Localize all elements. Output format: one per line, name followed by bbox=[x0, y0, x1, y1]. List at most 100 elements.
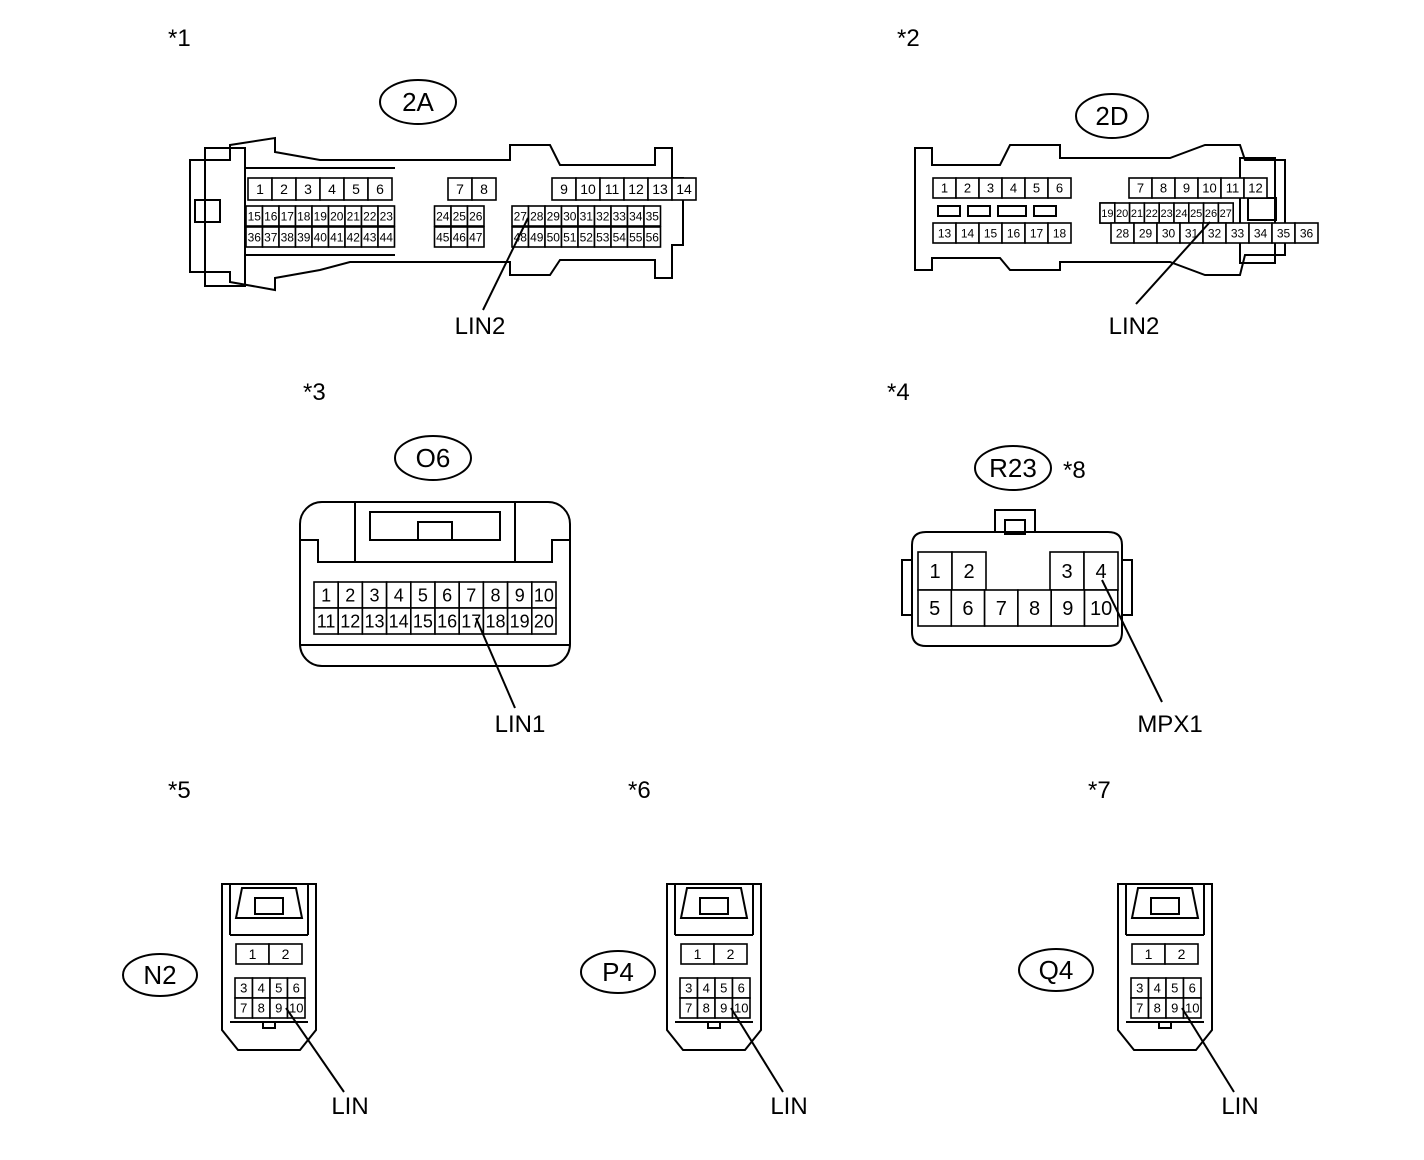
pin-number: 46 bbox=[453, 230, 467, 244]
pin-cell: 9 bbox=[1165, 997, 1185, 1019]
pin-number: 8 bbox=[480, 181, 488, 197]
pin-number: 23 bbox=[1160, 208, 1172, 220]
pin-cell: 20 bbox=[1114, 202, 1131, 224]
pin-cell: 8 bbox=[1017, 589, 1053, 627]
pin-number: 27 bbox=[1220, 208, 1232, 220]
pin-number: 4 bbox=[394, 585, 404, 605]
pin-cell: 6 bbox=[950, 589, 986, 627]
pin-number: 13 bbox=[938, 226, 952, 240]
pin-cell: 5 bbox=[917, 589, 953, 627]
pin-number: 8 bbox=[1154, 1001, 1161, 1016]
pin-number: 9 bbox=[515, 585, 525, 605]
pin-number: 8 bbox=[1160, 181, 1167, 196]
pin-number: 22 bbox=[363, 209, 377, 223]
pin-cell: 20 bbox=[530, 607, 557, 635]
pin-cell: 12 bbox=[337, 607, 364, 635]
pin-number: 12 bbox=[628, 181, 644, 197]
pin-cell: 43 bbox=[360, 226, 379, 248]
pin-number: 16 bbox=[437, 611, 457, 631]
pin-cell: 19 bbox=[506, 607, 533, 635]
pin-number: 9 bbox=[1171, 1001, 1178, 1016]
pin-cell: 2 bbox=[268, 943, 303, 965]
pin-cell: 10 bbox=[1182, 997, 1202, 1019]
pin-label: LIN1 bbox=[495, 711, 546, 738]
slot bbox=[937, 205, 961, 217]
pin-number: 28 bbox=[530, 209, 544, 223]
pin-cell: 10 bbox=[1083, 589, 1119, 627]
pin-cell: 19 bbox=[311, 205, 330, 227]
pin-cell: 1 bbox=[1131, 943, 1166, 965]
pin-cell: 22 bbox=[1143, 202, 1161, 224]
pin-cell: 15 bbox=[245, 205, 264, 227]
pin-cell: 5 bbox=[343, 177, 369, 201]
pin-cell: 37 bbox=[261, 226, 280, 248]
leader-line bbox=[475, 617, 516, 709]
pin-number: 31 bbox=[580, 209, 594, 223]
pin-cell: 2 bbox=[951, 551, 987, 591]
pin-cell: 8 bbox=[251, 997, 271, 1019]
pin-number: 30 bbox=[1162, 226, 1176, 240]
pin-cell: 33 bbox=[610, 205, 629, 227]
pin-cell: 27 bbox=[1217, 202, 1235, 224]
pin-number: 34 bbox=[1254, 226, 1268, 240]
pin-cell: 16 bbox=[1001, 222, 1026, 244]
pin-cell: 6 bbox=[1182, 977, 1202, 999]
pin-number: 33 bbox=[1231, 226, 1245, 240]
pin-number: 56 bbox=[646, 230, 660, 244]
pin-number: 37 bbox=[264, 230, 278, 244]
pin-number: 7 bbox=[240, 1001, 247, 1016]
pin-cell: 4 bbox=[385, 581, 412, 609]
pin-cell: 13 bbox=[932, 222, 957, 244]
pin-number: 31 bbox=[1185, 226, 1199, 240]
pin-number: 43 bbox=[363, 230, 377, 244]
pin-cell: 25 bbox=[1188, 202, 1205, 224]
pin-cell: 32 bbox=[1202, 222, 1227, 244]
pin-cell: 7 bbox=[447, 177, 473, 201]
pin-number: 7 bbox=[685, 1001, 692, 1016]
pin-number: 6 bbox=[1189, 981, 1196, 996]
pin-cell: 29 bbox=[544, 205, 563, 227]
pin-cell: 9 bbox=[714, 997, 734, 1019]
pin-cell: 8 bbox=[1151, 177, 1176, 199]
pin-cell: 5 bbox=[714, 977, 734, 999]
connector-id: 2A bbox=[402, 87, 434, 117]
pin-cell: 3 bbox=[295, 177, 321, 201]
pin-grid: 1234567891011121919202122232425262713141… bbox=[932, 177, 1319, 244]
pin-cell: 24 bbox=[433, 205, 452, 227]
pin-cell: 6 bbox=[367, 177, 393, 201]
pin-number: 10 bbox=[534, 585, 554, 605]
pin-number: 9 bbox=[1183, 181, 1190, 196]
pin-cell: 12 bbox=[623, 177, 649, 201]
pin-cell: 2 bbox=[713, 943, 748, 965]
pin-cell: 23 bbox=[377, 205, 396, 227]
pin-number: 20 bbox=[534, 611, 554, 631]
pin-number: 12 bbox=[1248, 181, 1262, 196]
pin-number: 2 bbox=[280, 181, 288, 197]
pin-number: 55 bbox=[629, 230, 643, 244]
pin-cell: 8 bbox=[696, 997, 716, 1019]
section-marker: *1 bbox=[168, 25, 191, 52]
pin-cell: 7 bbox=[1130, 997, 1150, 1019]
pin-number: 13 bbox=[652, 181, 668, 197]
pin-number: 35 bbox=[1277, 226, 1291, 240]
pin-number: 9 bbox=[720, 1001, 727, 1016]
pin-number: 10 bbox=[1202, 181, 1216, 196]
pin-cell: 1 bbox=[680, 943, 715, 965]
pin-cell: 2 bbox=[955, 177, 980, 199]
pin-cell: 15 bbox=[409, 607, 436, 635]
pin-cell: 4 bbox=[251, 977, 271, 999]
pin-number: 3 bbox=[240, 981, 247, 996]
pin-number: 2 bbox=[963, 561, 974, 583]
pin-label: LIN2 bbox=[1109, 313, 1160, 340]
pin-number: 2 bbox=[1178, 946, 1186, 962]
connector-body bbox=[1117, 883, 1213, 1051]
pin-number: 21 bbox=[347, 209, 361, 223]
pin-cell: 9 bbox=[551, 177, 577, 201]
pin-number: 25 bbox=[453, 209, 467, 223]
pin-number: 36 bbox=[1300, 226, 1314, 240]
pin-cell: 16 bbox=[261, 205, 280, 227]
pin-number: 18 bbox=[297, 209, 311, 223]
pin-cell: 7 bbox=[234, 997, 254, 1019]
slot bbox=[967, 205, 991, 217]
